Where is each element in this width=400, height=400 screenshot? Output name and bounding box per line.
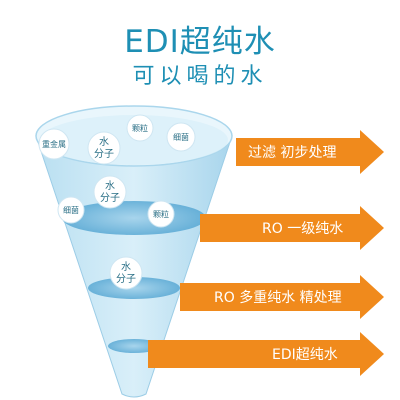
stage-label-4: EDI超纯水 [272, 347, 338, 363]
bubble-label: 颗粒 [153, 209, 169, 219]
stage-label-3: RO 多重纯水 精处理 [214, 289, 342, 306]
funnel-layer-3-ellipse [88, 277, 180, 299]
water-molecule-bubble-2: 水 分子 [93, 175, 127, 209]
stage-arrow-1: 过滤 初步处理 [236, 130, 384, 174]
heavy-metal-bubble: 重金属 [38, 128, 70, 160]
bubble-label: 分子 [100, 192, 120, 204]
bubble-label: 水 [121, 261, 131, 273]
bubble-label: 细菌 [63, 205, 79, 215]
stage-label-2: RO 一级纯水 [262, 221, 343, 237]
page-title: EDI超纯水 [124, 24, 276, 60]
bubble-label: 分子 [94, 148, 114, 160]
bubble-label: 分子 [116, 273, 136, 285]
bubble-label: 重金属 [42, 139, 66, 149]
grain-bubble-2: 颗粒 [147, 200, 175, 228]
funnel-layer-4-ellipse [108, 339, 160, 353]
bacteria-bubble-2: 细菌 [57, 196, 85, 224]
stage-arrow-2: RO 一级纯水 [200, 206, 384, 250]
page-subtitle: 可以喝的水 [132, 64, 268, 89]
bacteria-bubble-1: 细菌 [166, 122, 196, 152]
bubble-label: 水 [99, 136, 109, 148]
bubble-label: 细菌 [173, 132, 189, 142]
stage-arrow-4: EDI超纯水 [148, 332, 384, 376]
grain-bubble-1: 颗粒 [126, 114, 154, 142]
water-molecule-bubble-3: 水 分子 [109, 256, 143, 290]
stage-label-1: 过滤 初步处理 [248, 144, 336, 161]
bubble-label: 水 [105, 180, 115, 192]
water-molecule-bubble-1: 水 分子 [87, 131, 121, 165]
stage-arrow-3: RO 多重纯水 精处理 [180, 275, 384, 319]
bubble-label: 颗粒 [132, 123, 148, 133]
